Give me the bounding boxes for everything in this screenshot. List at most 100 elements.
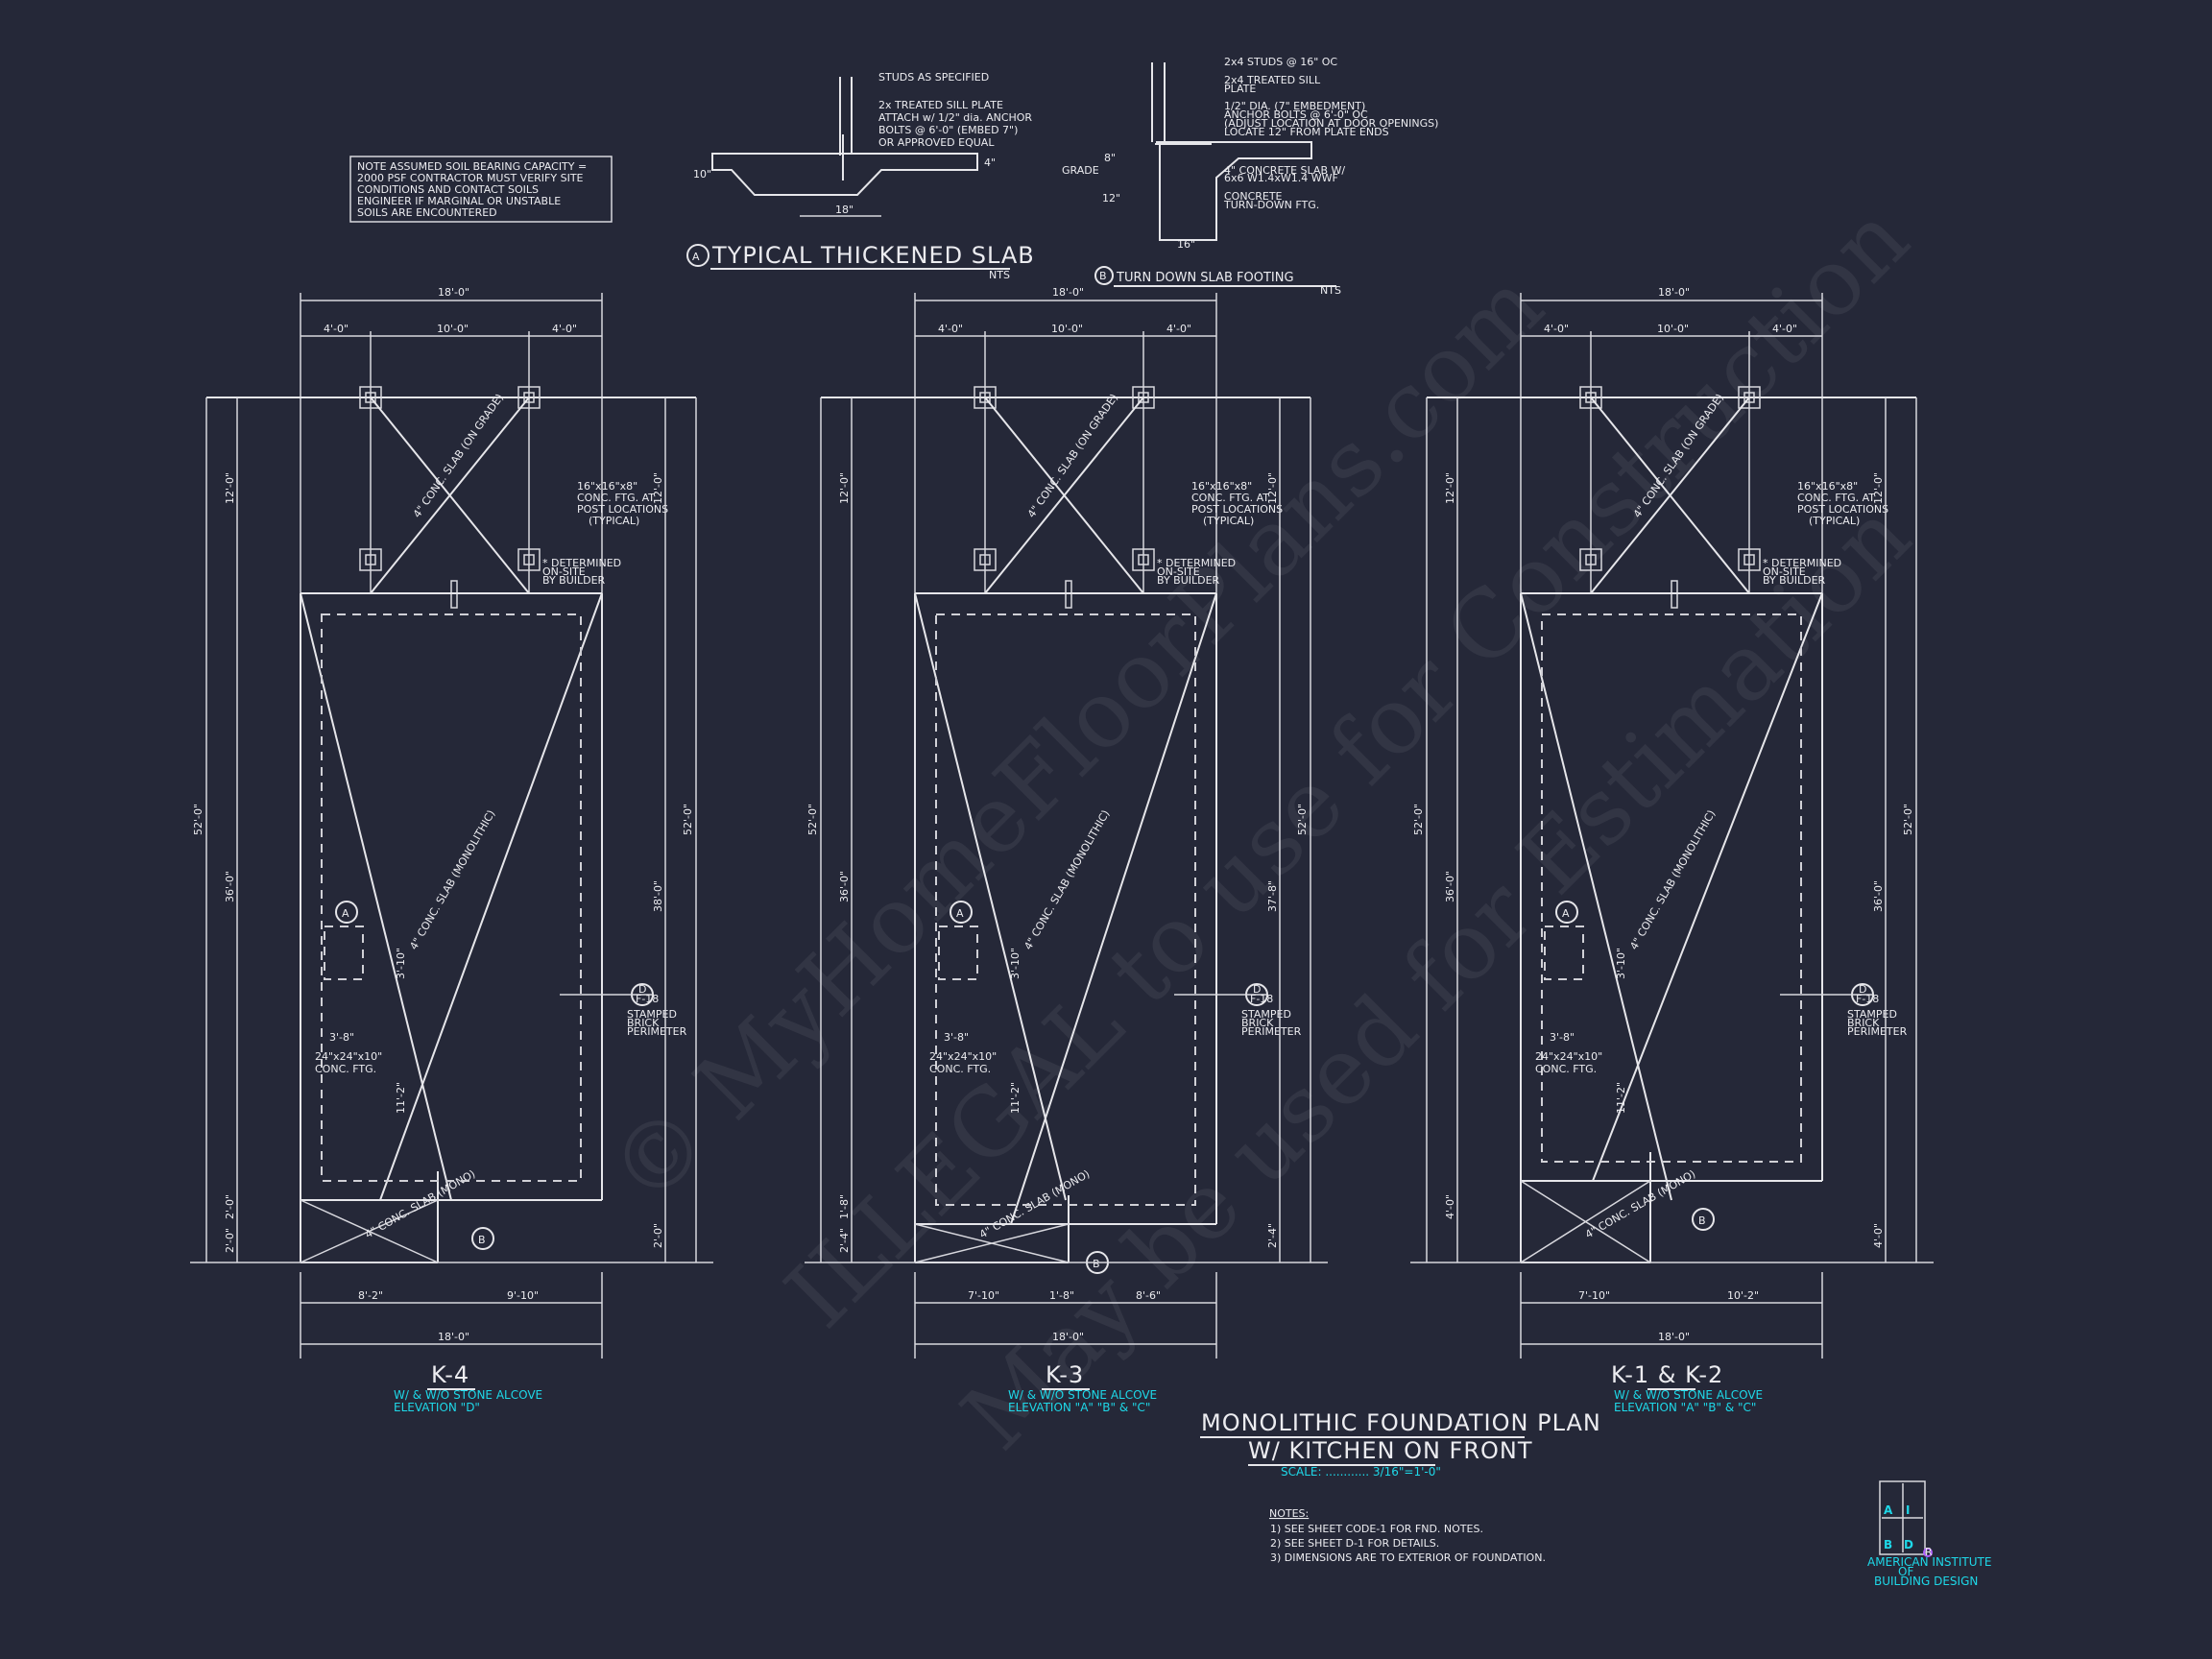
dim-label: 10'-0": [1657, 323, 1689, 335]
detail-tag-circle: [1094, 266, 1114, 285]
slab-label: 4" CONC. SLAB (MONO): [363, 1167, 477, 1240]
dim-label: 12'-0": [1266, 472, 1279, 504]
detail-callout: 4" CONCRETE SLAB W/: [1224, 164, 1345, 177]
post-footing: [1132, 548, 1155, 571]
slab-diagonal: [1592, 592, 1823, 1182]
alcove-diagonal: [1520, 1180, 1651, 1263]
dim-label: 4'-0": [1872, 1223, 1885, 1248]
dim-label: 3'-8": [944, 1031, 969, 1044]
dim-label: 11'-2": [395, 1082, 407, 1114]
dim-label: 3'-8": [1550, 1031, 1575, 1044]
slab-diagonal: [984, 397, 1144, 594]
plan-title: K-3: [1046, 1361, 1084, 1388]
dim-label: 8'-6": [1136, 1289, 1161, 1302]
alcove-diagonal: [300, 1199, 439, 1263]
dim-label: 52'-0": [1902, 804, 1914, 835]
section-marker-label: B: [1093, 1258, 1100, 1270]
dim-label: 2'-0": [652, 1223, 664, 1248]
dim-label: 52'-0": [192, 804, 204, 835]
post-note: (TYPICAL): [589, 515, 639, 527]
dim-label: 10": [693, 168, 711, 180]
brick-note: PERIMETER: [1847, 1025, 1908, 1038]
plan-title: K-4: [431, 1361, 469, 1388]
soil-note-line: ENGINEER IF MARGINAL OR UNSTABLE: [357, 195, 561, 207]
notes-heading: NOTES:: [1269, 1507, 1309, 1520]
plan-subtitle: ELEVATION "A" "B" & "C": [1614, 1401, 1756, 1414]
soil-note-line: CONDITIONS AND CONTACT SOILS: [357, 183, 539, 196]
post-note: POST LOCATIONS: [577, 503, 668, 516]
post-footing: [1132, 386, 1155, 409]
post: [523, 554, 535, 565]
dim-label: 2'-4": [1266, 1223, 1279, 1248]
sheet-subtitle: W/ KITCHEN ON FRONT: [1248, 1437, 1533, 1464]
dim-label: 52'-0": [1412, 804, 1425, 835]
dim-label: 8": [1104, 152, 1116, 164]
footing-note: 24"x24"x10": [929, 1050, 997, 1063]
determined-note: BY BUILDER: [1763, 574, 1826, 587]
post: [1138, 554, 1149, 565]
brick-note: BRICK: [627, 1017, 660, 1029]
brick-note: STAMPED: [1847, 1008, 1897, 1021]
brick-note: PERIMETER: [627, 1025, 687, 1038]
dim-label: 18'-0": [438, 286, 469, 299]
section-marker-label: F-18: [1250, 993, 1273, 1005]
slab-label: 4" CONC. SLAB (MONOLITHIC): [407, 808, 497, 952]
dim-label: 4'-0": [1544, 323, 1569, 335]
dim-label: 12'-0": [1444, 472, 1456, 504]
detail-tag: B: [1099, 270, 1107, 282]
grade-label: GRADE: [1062, 164, 1099, 177]
dim-label: 8'-2": [358, 1289, 383, 1302]
dim-label: 12'-0": [838, 472, 851, 504]
detail-callout: LOCATE 12" FROM PLATE ENDS: [1224, 126, 1389, 138]
post: [979, 554, 991, 565]
section-marker-label: D: [638, 983, 646, 996]
dim-label: 38'-0": [652, 880, 664, 912]
dim-label: 3'-8": [329, 1031, 354, 1044]
section-marker-a: [1555, 901, 1578, 924]
dim-label: 4'-0": [1772, 323, 1797, 335]
footing-note: CONC. FTG.: [315, 1063, 376, 1075]
dim-label: 52'-0": [1296, 804, 1309, 835]
post-footing: [1738, 548, 1761, 571]
detail-callout: ATTACH w/ 1/2" dia. ANCHOR: [878, 111, 1032, 124]
brick-note: STAMPED: [627, 1008, 677, 1021]
post-note: POST LOCATIONS: [1191, 503, 1283, 516]
footing-dashed: [324, 926, 364, 980]
note-item: 1) SEE SHEET CODE-1 FOR FND. NOTES.: [1270, 1523, 1483, 1535]
post-footing: [359, 386, 382, 409]
dim-label: 18'-0": [1658, 286, 1690, 299]
logo-letter: B: [1884, 1538, 1892, 1551]
dim-label: 18'-0": [1052, 1331, 1084, 1343]
dim-label: 4'-0": [1166, 323, 1191, 335]
dim-label: 7'-10": [968, 1289, 999, 1302]
note-item: 3) DIMENSIONS ARE TO EXTERIOR OF FOUNDAT…: [1270, 1551, 1546, 1564]
soil-note-line: SOILS ARE ENCOUNTERED: [357, 206, 497, 219]
dim-label: 36'-0": [838, 871, 851, 902]
detail-callout: 2x TREATED SILL PLATE: [878, 99, 1003, 111]
slab-label: 4" CONC. SLAB (ON GRADE): [411, 392, 506, 520]
post: [523, 392, 535, 403]
logo-frame: [1879, 1480, 1926, 1555]
detail-callout: (ADJUST LOCATION AT DOOR OPENINGS): [1224, 117, 1438, 130]
dim-label: 18'-0": [1052, 286, 1084, 299]
plan-subtitle: W/ & W/O STONE ALCOVE: [1614, 1388, 1763, 1402]
registered-mark-text: R: [1925, 1546, 1933, 1558]
footing-dashed: [1544, 926, 1584, 980]
dim-label: 4'-0": [1444, 1194, 1456, 1219]
foundation-plan-k-4: 18'-0"4'-0"10'-0"4'-0"4" CONC. SLAB (ON …: [190, 286, 713, 1414]
slab-label: 4" CONC. SLAB (ON GRADE): [1025, 392, 1120, 520]
post-footing: [1579, 386, 1602, 409]
brick-note: PERIMETER: [1241, 1025, 1302, 1038]
scale-label: SCALE: ............ 3/16"=1'-0": [1281, 1465, 1441, 1479]
post-note: 16"x16"x8": [1191, 480, 1252, 493]
dim-label: 12": [1102, 192, 1120, 204]
section-marker-a: [335, 901, 358, 924]
dim-label: 4": [984, 156, 996, 169]
detail-scale: NTS: [1320, 284, 1341, 297]
post-footing: [974, 386, 997, 409]
post-note: CONC. FTG. AT: [1797, 492, 1875, 504]
